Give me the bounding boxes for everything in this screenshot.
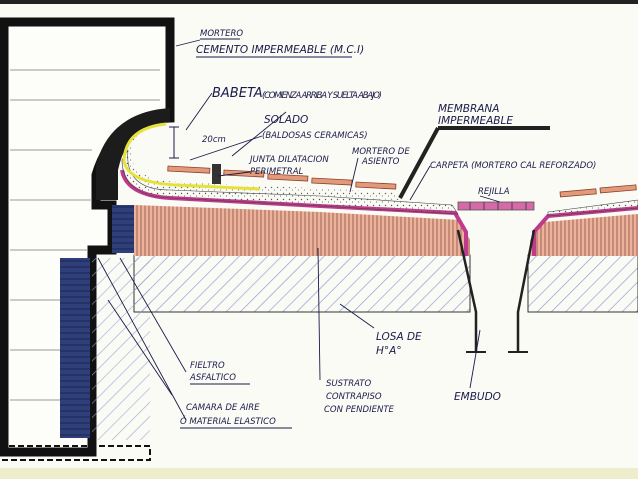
membrane-leader (398, 126, 550, 199)
expansion-joint (212, 164, 221, 184)
label-losa-2: H°A° (376, 345, 402, 357)
label-camara-1: CAMARA DE AIRE (186, 403, 260, 413)
label-mortero-asiento-2: ASIENTO (361, 157, 400, 167)
label-sustrato-2: CONTRAPISO (326, 392, 382, 402)
cement-upturn (96, 108, 170, 200)
label-mortero-asiento-1: MORTERO DE (352, 147, 410, 157)
label-dimension: 20cm (202, 135, 226, 145)
leader-lines (97, 39, 501, 421)
label-junta-1: JUNTA DILATACION (248, 155, 329, 165)
label-embudo: EMBUDO (454, 391, 501, 403)
label-cemento: CEMENTO IMPERMEABLE (M.C.I) (196, 44, 364, 56)
label-membrana-1: MEMBRANA (438, 103, 499, 115)
label-solado: SOLADO (264, 114, 308, 126)
label-fieltro-1: FIELTRO (190, 361, 225, 371)
label-babeta-note: (COMIENZA ARRIBA Y SUELTA ABAJO) (262, 91, 382, 101)
label-sustrato-3: CON PENDIENTE (324, 405, 395, 415)
label-mortero: MORTERO (200, 29, 243, 39)
babeta-flashing (122, 122, 261, 191)
lower-hatch-left (92, 258, 150, 440)
blue-masonry-lower (60, 258, 90, 438)
label-carpeta: CARPETA (MORTERO CAL REFORZADO) (430, 161, 596, 171)
label-camara-2: Ó MATERIAL ELASTICO (180, 415, 276, 427)
label-junta-2: PERIMETRAL (250, 167, 304, 177)
slab-right (527, 254, 638, 313)
top-border (0, 0, 638, 4)
drain-grating (457, 201, 535, 211)
bottom-strip (0, 468, 638, 479)
label-rejilla: REJILLA (478, 187, 510, 197)
label-fieltro-2: ASFALTICO (189, 373, 236, 383)
label-losa-1: LOSA DE (376, 331, 422, 343)
mortar-bed-upper (127, 132, 400, 200)
drain-funnel (456, 229, 536, 352)
label-baldosas: (BALDOSAS CERAMICAS) (262, 131, 368, 141)
bottom-baseline (0, 445, 151, 461)
label-babeta: BABETA (212, 86, 263, 101)
label-sustrato-1: SUSTRATO (326, 379, 371, 389)
ceramic-tiles (167, 165, 637, 198)
label-membrana-2: IMPERMEABLE (438, 115, 513, 127)
mortar-right (547, 199, 638, 217)
blue-masonry-upper (112, 205, 134, 253)
slab-left (133, 254, 471, 313)
